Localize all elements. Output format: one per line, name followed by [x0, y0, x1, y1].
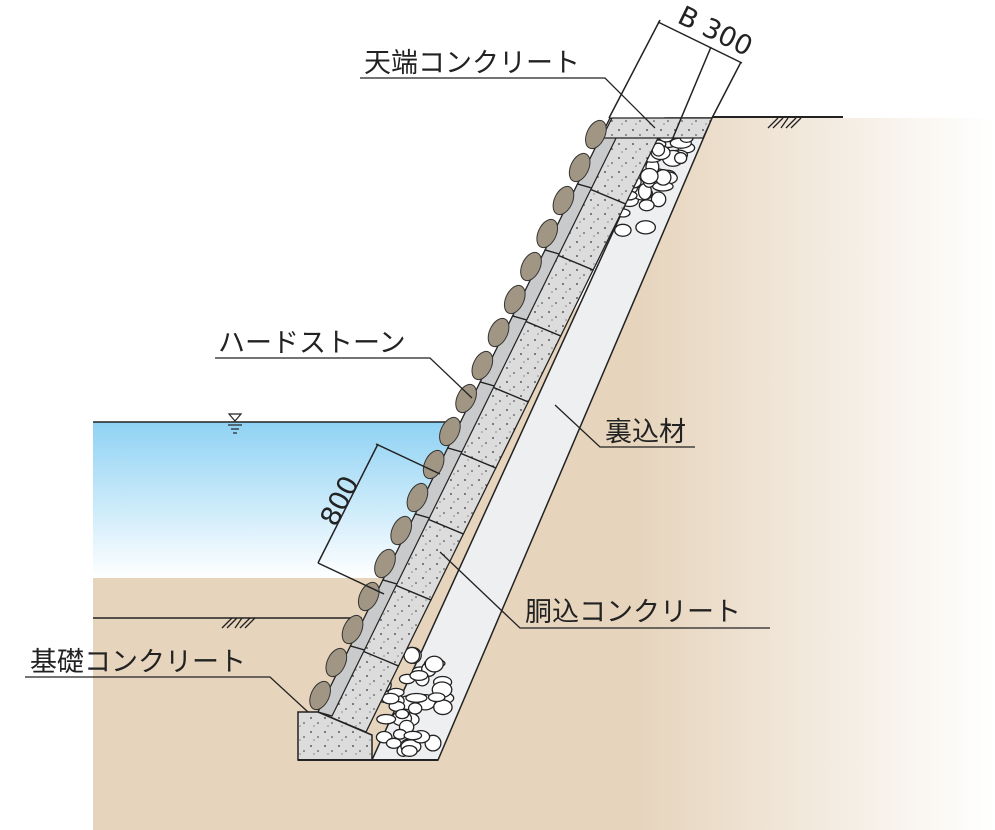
- hard-stone: [568, 152, 591, 183]
- hard-stone: [536, 218, 559, 249]
- label-hard-stone: ハードストーン: [218, 328, 406, 359]
- label-filling-concrete: 胴込コンクリート: [525, 597, 741, 628]
- gravel-stone: [401, 744, 418, 757]
- hard-stone: [422, 449, 445, 480]
- gravel-stone: [639, 167, 659, 185]
- hard-stone: [503, 284, 526, 315]
- gravel-stone: [409, 669, 429, 681]
- hard-stone: [325, 647, 348, 678]
- hard-stone: [309, 680, 331, 711]
- hard-stone: [374, 548, 396, 579]
- label-backfill: 裏込材: [605, 417, 686, 448]
- gravel-stone: [376, 713, 397, 725]
- label-foundation-concrete: 基礎コンクリート: [30, 647, 246, 678]
- gravel-stone: [403, 730, 423, 741]
- gravel-stone: [405, 692, 428, 703]
- block-height-dimension: [317, 443, 441, 595]
- gravel-stone: [635, 220, 657, 235]
- leader-lines: [25, 77, 770, 713]
- gravel-stone: [638, 199, 655, 212]
- gravel-stone: [395, 708, 410, 720]
- hard-stone: [406, 482, 429, 513]
- gravel-stone: [385, 737, 402, 749]
- hard-stone: [471, 350, 494, 381]
- gravel-stone: [407, 702, 423, 715]
- width-dimension: [608, 19, 743, 141]
- gravel-stone: [650, 191, 667, 208]
- label-crown-concrete: 天端コンクリート: [364, 48, 580, 79]
- hard-stone: [487, 317, 510, 348]
- hard-stone: [520, 251, 542, 282]
- gravel-stone: [427, 692, 446, 703]
- gravel-stone: [424, 655, 444, 673]
- hard-stone: [455, 383, 477, 414]
- width-dimension-label: B 300: [673, 0, 757, 62]
- crown-concrete: [601, 117, 713, 139]
- water-level-icon: [227, 413, 243, 434]
- hard-stone: [341, 614, 364, 645]
- hard-stone: [585, 119, 607, 150]
- ground-left: [93, 578, 383, 822]
- hard-stone: [439, 416, 461, 447]
- gravel-stone: [614, 223, 632, 237]
- hard-stone: [552, 185, 575, 216]
- gravel: [374, 125, 696, 757]
- hard-stones: [309, 119, 607, 711]
- ground-hatch-icon: [221, 117, 802, 629]
- gravel-stone: [673, 151, 688, 165]
- hard-stone: [390, 515, 413, 546]
- foundation-concrete: [297, 711, 373, 761]
- water: [93, 422, 460, 578]
